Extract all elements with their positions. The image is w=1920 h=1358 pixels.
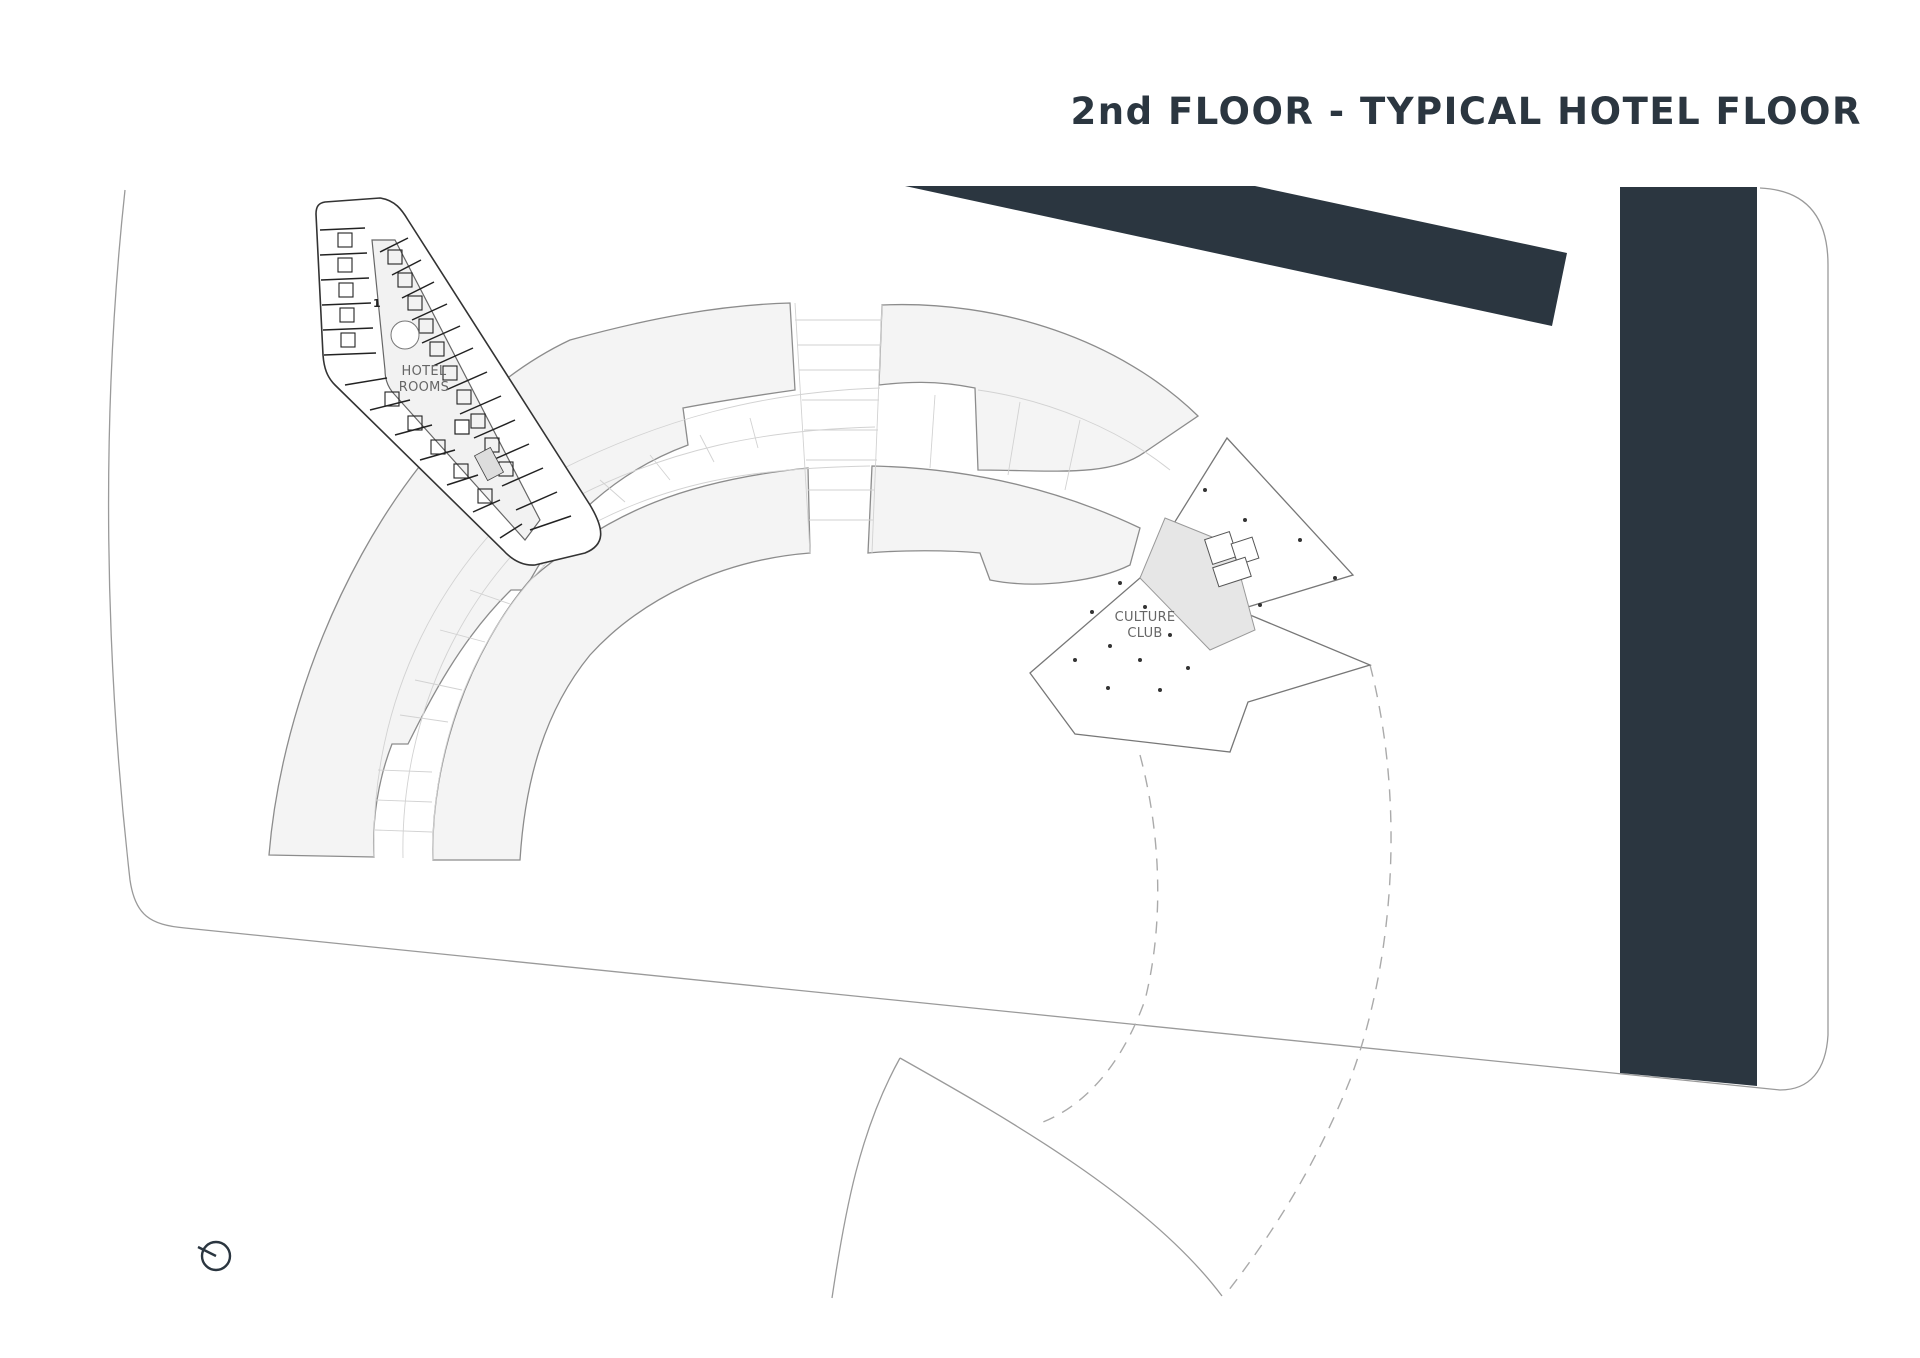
- atrium-rotunda: [390, 320, 420, 350]
- ring-inner-right-wing: [867, 465, 1141, 585]
- dashed-inner-arc: [1034, 754, 1159, 1126]
- hotel-bathrooms: [337, 232, 514, 504]
- lower-outline: [831, 1057, 901, 1299]
- hotel-rooms-label-line2: ROOMS: [399, 380, 449, 395]
- road-strip-vertical: [1620, 187, 1757, 1086]
- road-strip-diagonal: [905, 186, 1567, 326]
- hotel-lift: [454, 419, 470, 435]
- north-arrow-icon: [197, 1240, 232, 1272]
- lower-outline-2: [899, 1057, 1223, 1297]
- site-boundary: [107, 187, 1829, 1091]
- ring-outer-right-wing: [878, 303, 1200, 472]
- hotel-stair: [473, 446, 505, 482]
- stair-core: [1203, 530, 1260, 588]
- page-title: 2nd FLOOR - TYPICAL HOTEL FLOOR: [1070, 90, 1862, 133]
- column-dots: [1073, 488, 1337, 692]
- hotel-rooms-label-line1: HOTEL: [402, 364, 447, 379]
- culture-club-label-line2: CLUB: [1127, 626, 1162, 641]
- room-number-label: 1: [373, 297, 381, 310]
- culture-club-label-line1: CULTURE: [1115, 610, 1176, 625]
- dashed-outer-arc: [1224, 664, 1392, 1296]
